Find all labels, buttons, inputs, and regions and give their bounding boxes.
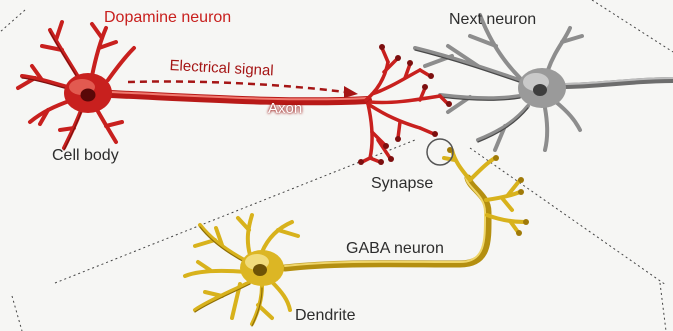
- label-gaba-neuron: GABA neuron: [346, 240, 444, 258]
- label-synapse: Synapse: [371, 175, 433, 193]
- next-neuron-nucleus: [533, 84, 547, 96]
- label-cell-body: Cell body: [52, 147, 119, 165]
- gaba-neuron-nucleus: [253, 264, 267, 276]
- label-dopamine-neuron: Dopamine neuron: [104, 9, 231, 27]
- dopamine-neuron-nucleus: [81, 89, 96, 102]
- label-next-neuron: Next neuron: [449, 11, 536, 29]
- label-axon: Axon: [268, 100, 302, 117]
- label-dendrite: Dendrite: [295, 307, 355, 325]
